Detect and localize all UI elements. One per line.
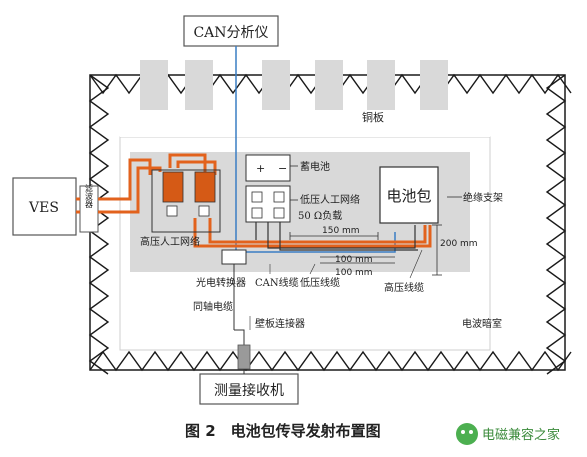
load-label: 50 Ω负载 [298, 209, 342, 222]
bulkhead-connector [237, 344, 251, 370]
wechat-icon [456, 423, 478, 445]
chamber-label: 电波暗室 [462, 317, 502, 330]
battery-plus: + [256, 162, 265, 175]
hv-cable-label: 高压线缆 [384, 281, 424, 294]
dim-150-label: 150 mm [322, 226, 360, 236]
lv-artificial-network: 低压人工网络 50 Ω负载 [245, 185, 360, 223]
dim-100b-label: 100 mm [335, 268, 373, 278]
hv-lisn-1 [162, 171, 184, 203]
lv-cable-label: 低压线缆 [300, 276, 340, 289]
lv-network-label: 低压人工网络 [300, 193, 360, 206]
copper-plate-top-strip [120, 110, 490, 137]
battery-pack-box: 电池包 [379, 166, 439, 224]
watermark-text: 电磁兼容之家 [482, 427, 560, 443]
dim-150: 150 mm [289, 226, 379, 240]
can-analyzer-box: CAN分析仪 [183, 15, 279, 47]
can-cable-label: CAN线缆 [255, 276, 299, 289]
dim-100: 100 mm 100 mm [320, 255, 395, 278]
can-analyzer-label: CAN分析仪 [193, 25, 268, 41]
absorber-edge [545, 74, 567, 375]
battery-minus: − [278, 162, 287, 175]
insulation-support-label: 绝缘支架 [463, 191, 503, 204]
lv-wiring [255, 222, 418, 251]
filter-label: 滤波器 [85, 183, 94, 209]
watermark: 电磁兼容之家 [456, 423, 560, 445]
coax-label: 同轴电缆 [193, 300, 233, 313]
ves-box: VES [12, 177, 77, 236]
absorber-edge [89, 350, 572, 372]
copper-plate-label: 铜板 [362, 110, 384, 124]
hv-lisn-2 [194, 171, 216, 203]
dim-100a-label: 100 mm [335, 255, 373, 265]
storage-battery-label: 蓄电池 [300, 160, 330, 173]
ves-label: VES [28, 200, 59, 216]
bulkhead-label: 壁板连接器 [255, 317, 305, 330]
dim-200: 200 mm [432, 224, 478, 276]
dim-200-label: 200 mm [440, 239, 478, 249]
absorber-edge [88, 74, 110, 375]
figure-caption: 图 2 电池包传导发射布置图 [185, 422, 381, 440]
storage-battery: + − 蓄电池 [245, 154, 330, 182]
filter-box: 滤波器 [79, 183, 99, 233]
hv-network-label: 高压人工网络 [140, 235, 200, 248]
hv-artificial-network: 高压人工网络 [140, 169, 221, 248]
receiver-label: 测量接收机 [214, 382, 284, 399]
receiver-box: 测量接收机 [199, 373, 299, 405]
oe-converter-label: 光电转换器 [196, 276, 246, 289]
battery-pack-label: 电池包 [386, 187, 431, 205]
